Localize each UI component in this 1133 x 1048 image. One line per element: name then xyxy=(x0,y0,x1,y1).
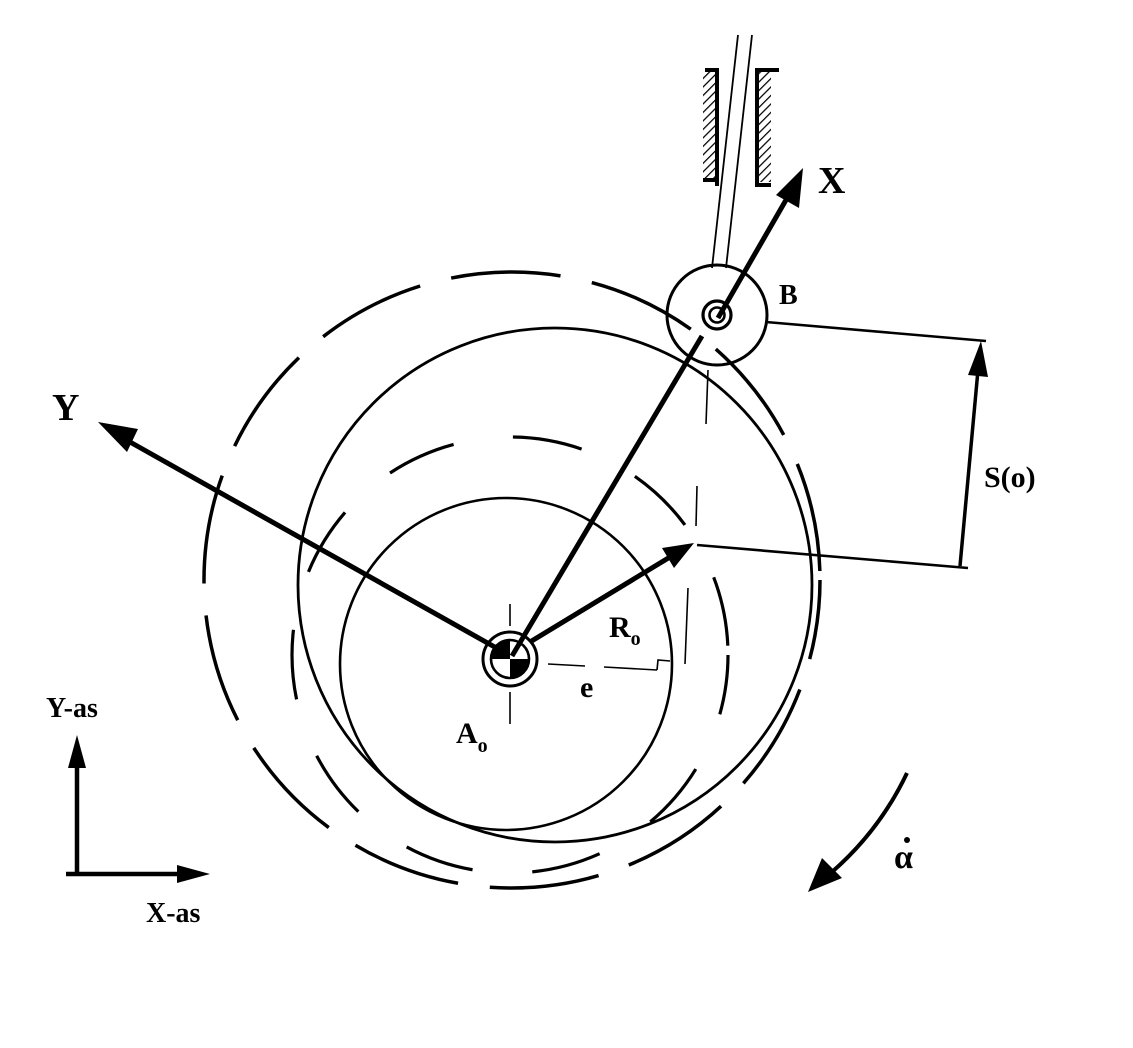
construction-vert-1 xyxy=(705,369,709,425)
r0-vector xyxy=(528,543,694,645)
center-a0-sub: o xyxy=(478,735,488,757)
global-y-arrowhead xyxy=(68,735,86,768)
center-a0-main: A xyxy=(456,717,478,750)
global-y-axis-label: Y-as xyxy=(46,693,98,724)
a0-quadrant-br xyxy=(510,659,529,678)
dimension-line-top xyxy=(765,320,987,343)
offset-dash-1 xyxy=(547,663,586,667)
inner-dashed-circle xyxy=(290,435,730,875)
rod-line-left xyxy=(711,34,739,269)
r0-shaft xyxy=(528,554,672,645)
dimension-line-bottom xyxy=(696,543,969,570)
global-x-arrowhead xyxy=(177,865,210,883)
displacement-dimension xyxy=(696,320,988,570)
follower-guide xyxy=(703,68,779,187)
y-axis-label: Y xyxy=(52,387,79,429)
rotation-arc xyxy=(830,772,909,874)
x-axis-arrow xyxy=(715,168,803,320)
base-circle xyxy=(338,496,674,832)
roller-pin-outer xyxy=(701,299,733,331)
a0-quadrant-tl xyxy=(491,640,510,659)
center-a0-symbol xyxy=(481,630,539,688)
roller-follower xyxy=(665,263,769,367)
y-axis-arrow xyxy=(98,422,502,653)
dimension-arrow-shaft xyxy=(958,369,980,567)
global-axes xyxy=(66,735,210,883)
roller-outer xyxy=(665,263,769,367)
roller-pin-inner xyxy=(708,306,726,324)
right-guide-hatch xyxy=(757,72,771,182)
rotation-arrowhead xyxy=(808,858,842,892)
link-a0-b xyxy=(509,334,705,658)
global-x-axis-label: X-as xyxy=(146,898,201,929)
y-axis-arrowhead xyxy=(98,422,138,452)
cam-profile xyxy=(296,326,814,844)
right-angle-mark xyxy=(656,659,671,671)
offset-label: e xyxy=(580,671,593,704)
displacement-label: S(o) xyxy=(984,461,1036,494)
rod-line-right xyxy=(725,34,753,269)
dimension-arrowhead xyxy=(968,341,988,377)
outer-dashed-circle xyxy=(202,270,822,890)
x-axis-arrowhead xyxy=(776,168,803,208)
base-radius-label: Ro xyxy=(609,611,641,650)
a0-outer-ring xyxy=(481,630,539,688)
angular-velocity-label: α xyxy=(894,839,913,876)
x-axis-label: X xyxy=(818,160,845,202)
alpha-dot xyxy=(904,837,910,843)
rotation-arrow xyxy=(808,772,909,892)
base-radius-sub: o xyxy=(631,628,641,650)
offset-construction xyxy=(509,369,709,724)
inner-dashed-arcs xyxy=(290,435,730,875)
construction-vert-3 xyxy=(684,587,689,665)
offset-dash-2 xyxy=(603,666,658,671)
construction-vert-2 xyxy=(695,485,698,527)
point-b-label: B xyxy=(779,280,798,311)
r0-arrowhead xyxy=(662,543,694,568)
base-radius-main: R xyxy=(609,611,631,644)
y-axis-shaft xyxy=(128,439,502,653)
left-guide-hatch xyxy=(703,72,717,182)
x-axis-shaft xyxy=(715,191,793,320)
center-a0-label: Ao xyxy=(456,717,488,757)
follower-rod xyxy=(711,34,753,269)
